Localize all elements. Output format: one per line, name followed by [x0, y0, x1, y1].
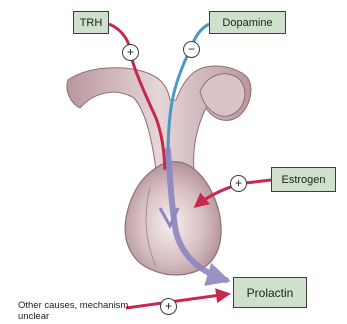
prolactin-box: Prolactin	[233, 277, 307, 308]
other-causes-sign: +	[160, 298, 177, 315]
estrogen-box: Estrogen	[271, 167, 336, 192]
trh-stimulatory-sign: +	[122, 44, 139, 61]
trh-box: TRH	[73, 11, 109, 34]
dopamine-inhibitory-sign: −	[183, 41, 200, 58]
pituitary-gland	[67, 66, 251, 275]
estrogen-label: Estrogen	[281, 174, 325, 186]
dopamine-box: Dopamine	[209, 11, 286, 34]
dopamine-label: Dopamine	[222, 17, 272, 29]
prolactin-label: Prolactin	[247, 286, 294, 300]
other-causes-label: Other causes, mechanism unclear	[18, 300, 158, 322]
trh-label: TRH	[80, 17, 103, 29]
estrogen-stimulatory-sign: +	[230, 175, 247, 192]
